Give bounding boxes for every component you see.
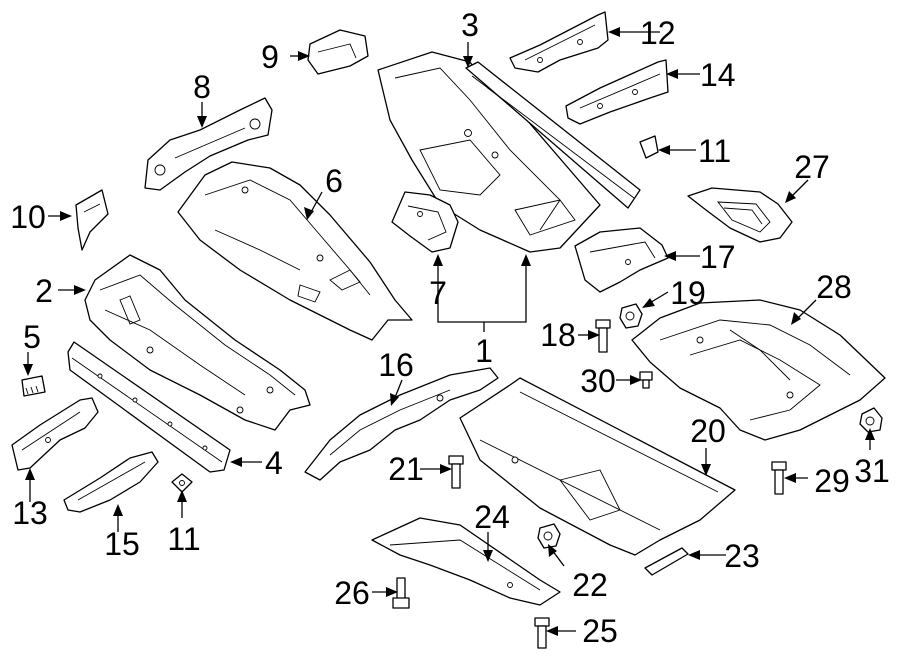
callout-5: 5 bbox=[23, 319, 41, 355]
part-28-shield bbox=[631, 299, 886, 441]
part-11-clip-lower bbox=[171, 473, 193, 493]
callout-29: 29 bbox=[814, 463, 850, 499]
callout-3: 3 bbox=[461, 7, 479, 43]
callout-18: 18 bbox=[540, 317, 576, 353]
part-20-floor-panel bbox=[459, 377, 736, 556]
fastener-21-bolt bbox=[448, 455, 464, 489]
part-11-clip-upper bbox=[639, 135, 659, 159]
part-27-panel bbox=[687, 187, 793, 243]
callout-8: 8 bbox=[193, 69, 211, 105]
part-17-bracket bbox=[574, 227, 669, 293]
part-24-shield bbox=[371, 517, 561, 606]
callout-13: 13 bbox=[12, 495, 48, 531]
callout-14: 14 bbox=[700, 57, 736, 93]
part-14-bracket bbox=[565, 59, 669, 125]
callout-1: 1 bbox=[475, 333, 493, 369]
callout-25: 25 bbox=[582, 613, 618, 649]
part-2-floor-pan bbox=[84, 254, 311, 431]
fastener-31-nut bbox=[859, 407, 883, 433]
part-8-crossmember bbox=[144, 97, 273, 191]
callout-11-lower: 11 bbox=[167, 521, 200, 557]
fastener-19-nut bbox=[619, 303, 643, 329]
fastener-30-screw bbox=[639, 371, 653, 389]
callout-2: 2 bbox=[35, 273, 53, 309]
callout-9: 9 bbox=[261, 39, 279, 75]
fastener-26-bolt bbox=[392, 577, 410, 609]
callout-19: 19 bbox=[670, 275, 706, 311]
callout-10: 10 bbox=[10, 199, 46, 235]
fastener-18-bolt bbox=[595, 319, 611, 353]
part-3-tunnel-rail bbox=[465, 61, 641, 209]
callout-30: 30 bbox=[580, 363, 616, 399]
callout-4: 4 bbox=[265, 445, 283, 481]
part-4-rail bbox=[67, 341, 231, 473]
callout-27: 27 bbox=[794, 149, 830, 185]
part-5-clip bbox=[21, 375, 46, 397]
callout-17: 17 bbox=[700, 239, 736, 275]
callout-labels: 1 2 3 4 5 6 7 8 9 10 11 11 12 13 14 15 1… bbox=[10, 7, 890, 649]
part-12-bracket bbox=[509, 11, 609, 73]
callout-28: 28 bbox=[816, 269, 852, 305]
callout-24: 24 bbox=[474, 499, 510, 535]
part-16-bracket bbox=[304, 367, 499, 481]
fastener-22-nut bbox=[537, 523, 561, 549]
fastener-29-bolt bbox=[771, 461, 787, 495]
part-6-floor-pan bbox=[177, 161, 413, 341]
callout-7: 7 bbox=[429, 275, 447, 311]
callout-21: 21 bbox=[388, 451, 424, 487]
part-10-bracket bbox=[75, 189, 109, 251]
callout-16: 16 bbox=[378, 347, 414, 383]
part-13-bracket bbox=[11, 397, 99, 471]
part-15-bracket bbox=[63, 451, 159, 513]
fastener-25-bolt bbox=[534, 617, 550, 649]
callout-26: 26 bbox=[334, 575, 370, 611]
part-9-bracket bbox=[307, 29, 369, 75]
callout-12: 12 bbox=[640, 15, 676, 51]
callout-23: 23 bbox=[724, 538, 760, 574]
part-7-bracket bbox=[391, 191, 459, 253]
callout-6: 6 bbox=[325, 163, 343, 199]
arrowheads bbox=[23, 27, 875, 636]
callout-15: 15 bbox=[104, 526, 140, 562]
callout-31: 31 bbox=[854, 453, 890, 489]
callout-20: 20 bbox=[690, 413, 726, 449]
callout-22: 22 bbox=[572, 567, 608, 603]
callout-11-upper: 11 bbox=[698, 133, 731, 169]
part-23-strip bbox=[644, 547, 689, 576]
